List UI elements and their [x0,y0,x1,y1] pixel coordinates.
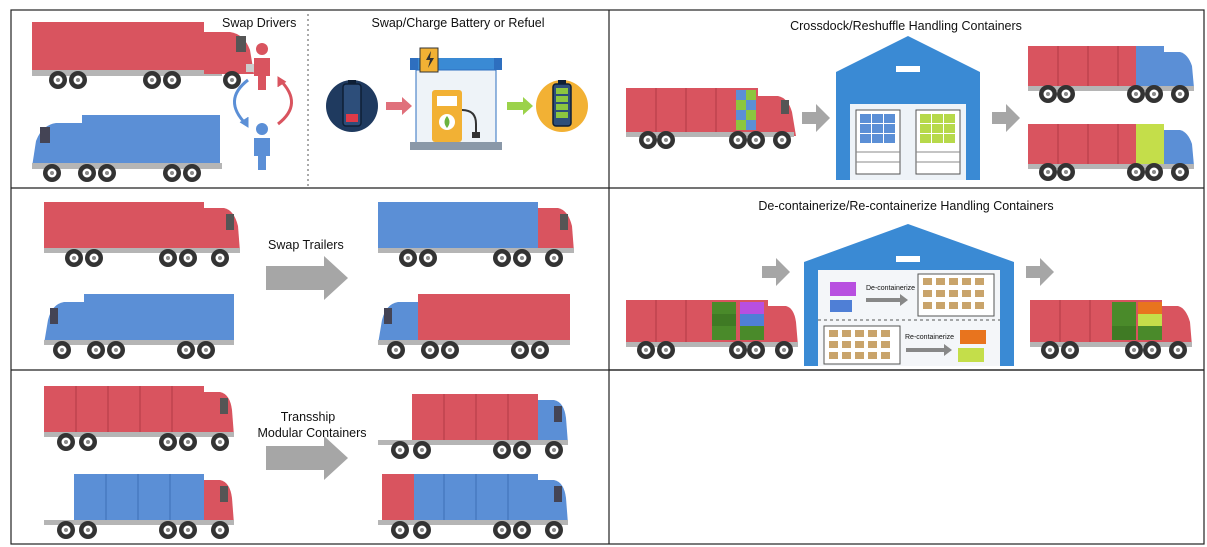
arrow-right-icon [992,104,1020,132]
transship-label-line2: Modular Containers [257,426,367,440]
swap-arrows-icon [233,76,293,128]
arrow-right-icon [1026,258,1054,286]
arrow-right-icon [266,436,348,480]
blue-modular-truck-icon [44,474,234,539]
red-containers-blue-cab-icon [378,394,568,459]
decontainerize-small-label: De-containerize [866,285,916,292]
swap-trailers-label: Swap Trailers [268,238,344,252]
outgoing-truck-blue-cargo-icon [1028,46,1194,103]
battery-label: Swap/Charge Battery or Refuel [371,16,545,30]
arrow-right-icon [762,258,790,286]
outgoing-truck-green-cargo-icon [1028,124,1194,181]
red-truck-icon [32,22,256,89]
decontainerize-label: De-containerize/Re-containerize Handling… [758,199,1054,213]
red-cab-blue-trailer-icon [378,202,574,267]
red-truck-icon [44,202,240,267]
driver-blue-icon [254,123,270,170]
battery-low-icon [326,80,378,132]
incoming-truck-icon [626,88,796,149]
recontainerize-small-label: Re-containerize [905,334,955,341]
charging-station-icon [410,47,502,150]
arrow-right-icon [507,97,533,115]
blue-truck-icon [44,294,234,359]
battery-full-icon [536,80,588,132]
mixed-containers-blue-cab-icon [378,474,568,539]
incoming-truck-icon [626,300,798,359]
blue-truck-icon [32,115,222,182]
swap-drivers-label: Swap Drivers [222,16,297,30]
warehouse-icon [804,224,1014,366]
warehouse-icon [836,36,980,180]
panel-grid [10,9,1205,545]
red-modular-truck-icon [44,386,234,451]
driver-red-icon [254,43,270,90]
arrow-right-icon [802,104,830,132]
transship-label-line1: Transship [280,410,336,424]
outgoing-truck-icon [1030,300,1192,359]
arrow-right-icon [266,256,348,300]
arrow-right-icon [386,97,412,115]
blue-cab-red-trailer-icon [378,294,570,359]
crossdock-label: Crossdock/Reshuffle Handling Containers [790,19,1022,33]
